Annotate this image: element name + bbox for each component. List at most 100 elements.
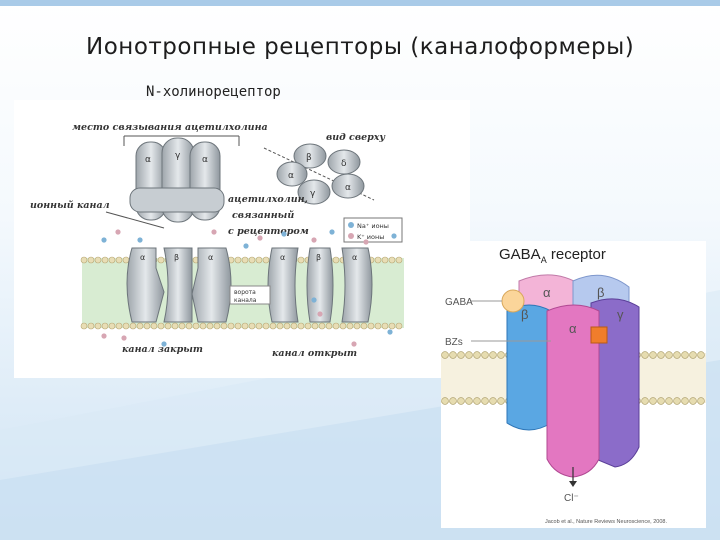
subunit-label: α bbox=[345, 183, 351, 193]
lipid-head bbox=[374, 322, 382, 330]
label-binding-site: место связывания ацетилхолина bbox=[72, 122, 268, 133]
lipid-head bbox=[157, 322, 165, 330]
lipid-head bbox=[122, 322, 130, 330]
label-ach-bound-3: с рецептором bbox=[228, 226, 309, 237]
lipid-head bbox=[262, 256, 270, 264]
lipid-head bbox=[481, 397, 489, 405]
label-channel-open: канал открыт bbox=[272, 348, 357, 359]
label-gaba: GABA bbox=[445, 297, 473, 308]
lipid-head bbox=[325, 322, 333, 330]
subunit-alpha-front: α bbox=[569, 321, 577, 336]
lipid-head bbox=[489, 397, 497, 405]
ion-particle bbox=[387, 329, 393, 335]
ion-particle bbox=[311, 297, 317, 303]
lipid-head bbox=[332, 256, 340, 264]
subunit-beta-top: β bbox=[597, 285, 604, 300]
gaba-title: GABAA receptor bbox=[499, 246, 606, 265]
lipid-head bbox=[290, 322, 298, 330]
ion-particle bbox=[351, 341, 357, 347]
gaba-a-receptor-figure: GABAA receptor α β β α γ GABA BZs Cl⁻ Ja… bbox=[441, 241, 706, 528]
lipid-head bbox=[332, 322, 340, 330]
lipid-head bbox=[449, 397, 457, 405]
lipid-head bbox=[206, 322, 214, 330]
ion-particle bbox=[121, 335, 127, 341]
lipid-head bbox=[360, 322, 368, 330]
lipid-head bbox=[115, 256, 123, 264]
lipid-head bbox=[381, 256, 389, 264]
lipid-head bbox=[673, 351, 681, 359]
lipid-head bbox=[339, 322, 347, 330]
ion-particle bbox=[329, 229, 335, 235]
lipid-head bbox=[94, 256, 102, 264]
label-gate-1: ворота bbox=[234, 289, 256, 296]
lipid-head bbox=[213, 322, 221, 330]
lipid-head bbox=[304, 322, 312, 330]
lipid-head bbox=[395, 322, 403, 330]
channel-closed: α β α bbox=[126, 247, 232, 323]
legend-k: K⁺ ионы bbox=[357, 233, 384, 241]
label-ach-bound-1: ацетилхолин, bbox=[228, 194, 308, 205]
label-gate-2: канала bbox=[234, 297, 257, 304]
lipid-head bbox=[449, 351, 457, 359]
ion-particle bbox=[243, 243, 249, 249]
ion-particle bbox=[317, 311, 323, 317]
lipid-head bbox=[157, 256, 165, 264]
lipid-head bbox=[665, 397, 673, 405]
ion-particle bbox=[363, 239, 369, 245]
lipid-head bbox=[697, 351, 705, 359]
slide-subtitle: N-холинорецептор bbox=[146, 84, 281, 100]
ion-particle bbox=[137, 237, 143, 243]
label-bzs: BZs bbox=[445, 337, 463, 348]
lipid-head bbox=[481, 351, 489, 359]
lipid-head bbox=[164, 322, 172, 330]
lipid-head bbox=[641, 397, 649, 405]
subunit-label: α bbox=[140, 253, 145, 262]
lipid-head bbox=[649, 397, 657, 405]
legend-na: Na⁺ ионы bbox=[357, 222, 389, 230]
ion-particle bbox=[115, 229, 121, 235]
lipid-head bbox=[311, 322, 319, 330]
subunit-label: β bbox=[306, 153, 312, 163]
lipid-head bbox=[318, 322, 326, 330]
lipid-head bbox=[665, 351, 673, 359]
label-top-view: вид сверху bbox=[326, 132, 386, 143]
lipid-head bbox=[94, 322, 102, 330]
nicotinic-receptor-figure: α γ α β δ α γ α место связывания ацетилх… bbox=[14, 100, 470, 378]
lipid-head bbox=[276, 322, 284, 330]
ion-particle bbox=[311, 237, 317, 243]
lipid-head bbox=[192, 322, 200, 330]
lipid-head bbox=[346, 322, 354, 330]
lipid-head bbox=[150, 322, 158, 330]
label-ach-bound-2: связанный bbox=[232, 210, 294, 221]
lipid-head bbox=[101, 256, 109, 264]
lipid-head bbox=[697, 397, 705, 405]
lipid-head bbox=[108, 322, 116, 330]
lipid-head bbox=[248, 322, 256, 330]
lipid-head bbox=[497, 397, 505, 405]
lipid-head bbox=[657, 397, 665, 405]
label-channel-closed: канал закрыт bbox=[122, 344, 203, 355]
citation: Jacob et al., Nature Reviews Neuroscienc… bbox=[545, 519, 667, 525]
subunit-label: α bbox=[352, 253, 357, 262]
lipid-head bbox=[297, 256, 305, 264]
lipid-head bbox=[255, 322, 263, 330]
lipid-head bbox=[657, 351, 665, 359]
ion-particle bbox=[101, 237, 107, 243]
lipid-head bbox=[441, 397, 449, 405]
lipid-head bbox=[465, 351, 473, 359]
lipid-head bbox=[185, 322, 193, 330]
lipid-head bbox=[241, 322, 249, 330]
lipid-head bbox=[465, 397, 473, 405]
lipid-head bbox=[199, 322, 207, 330]
channel-open: α β α bbox=[267, 247, 373, 323]
lipid-head bbox=[255, 256, 263, 264]
bz-binding-site bbox=[590, 326, 608, 344]
lipid-head bbox=[473, 351, 481, 359]
lipid-head bbox=[269, 322, 277, 330]
lipid-head bbox=[234, 322, 242, 330]
lipid-head bbox=[395, 256, 403, 264]
lipid-head bbox=[641, 351, 649, 359]
lipid-head bbox=[115, 322, 123, 330]
lipid-head bbox=[673, 397, 681, 405]
label-ion-channel: ионный канал bbox=[30, 200, 110, 211]
